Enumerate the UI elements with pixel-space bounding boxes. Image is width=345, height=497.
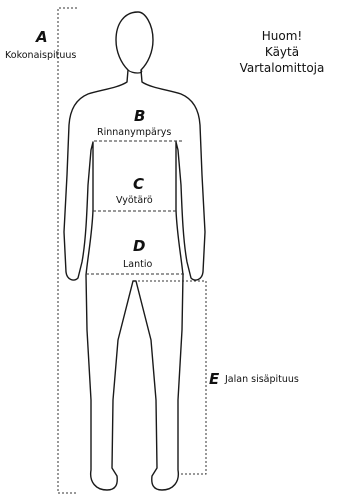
body-measurement-note: Huom! Käytä Vartalomittoja <box>223 28 341 76</box>
chin-line <box>128 70 142 73</box>
label-c-letter: C <box>133 177 144 192</box>
label-b-letter: B <box>134 109 145 124</box>
label-c-text: Vyötärö <box>116 195 153 206</box>
label-b-text: Rinnanympärys <box>97 127 171 138</box>
label-a-text: Kokonaispituus <box>5 50 76 61</box>
total-height-guide <box>58 8 77 493</box>
label-a-letter: A <box>36 30 48 45</box>
label-d-letter: D <box>133 239 145 254</box>
note-line-1: Huom! <box>223 28 341 44</box>
label-d-text: Lantio <box>123 259 152 270</box>
label-e-text: Jalan sisäpituus <box>225 374 299 385</box>
label-e-letter: E <box>209 372 219 387</box>
note-line-3: Vartalomittoja <box>223 60 341 76</box>
note-line-2: Käytä <box>223 44 341 60</box>
inseam-guide <box>138 281 206 474</box>
